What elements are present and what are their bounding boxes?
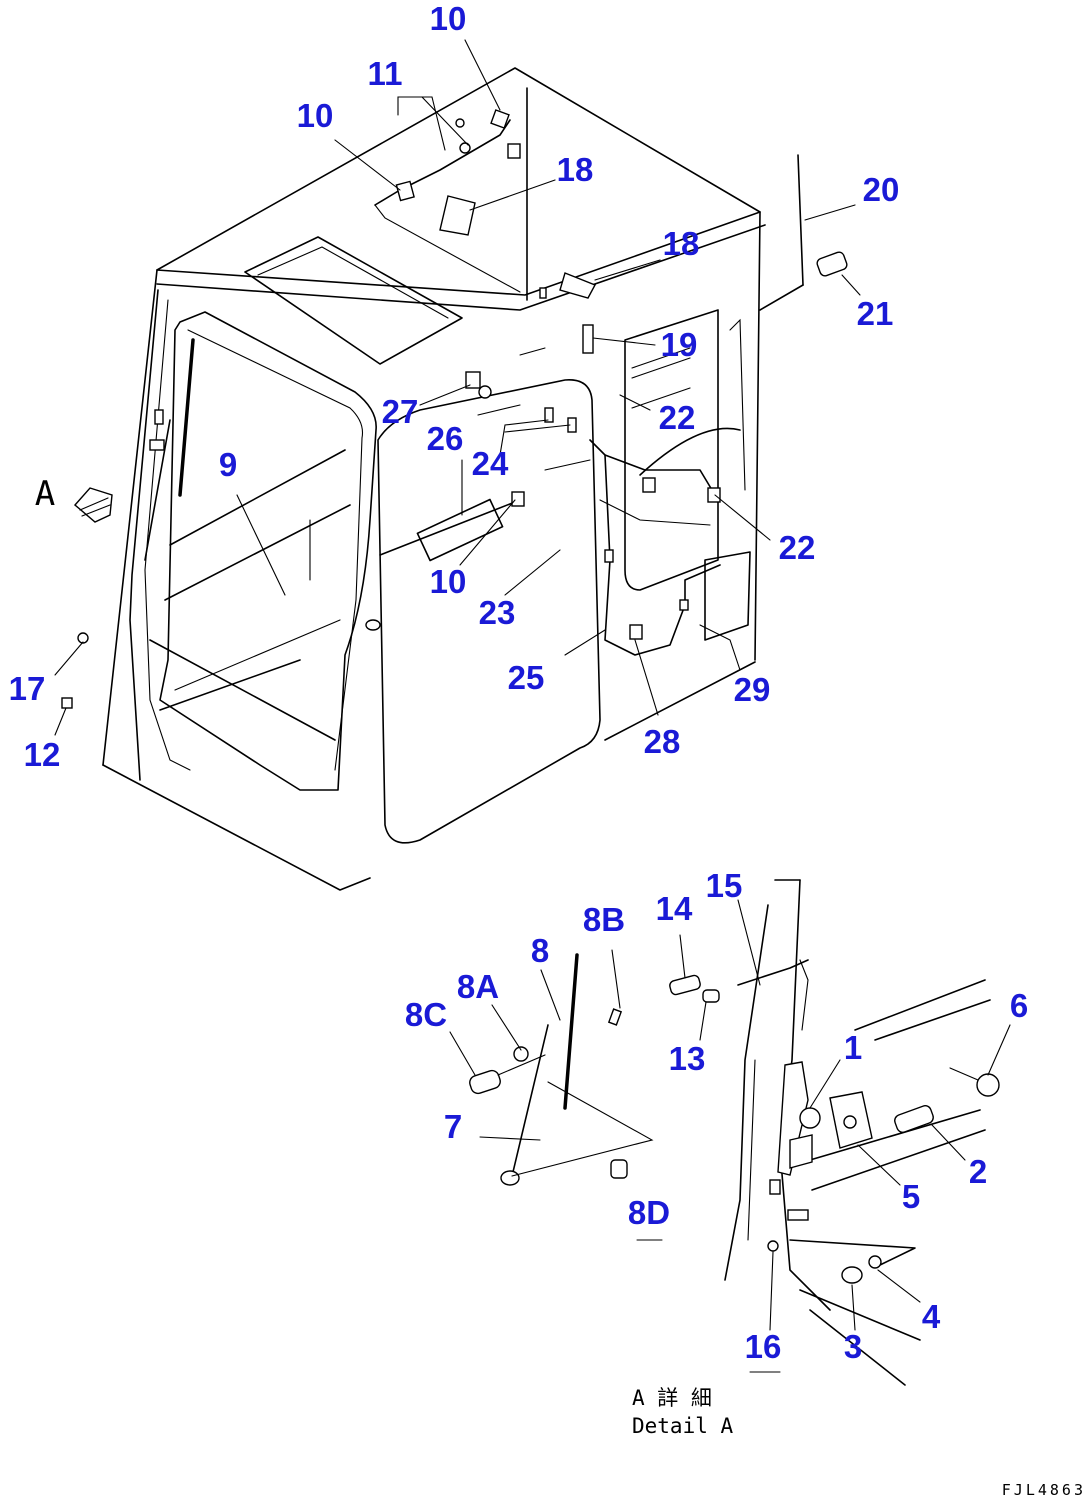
callout-label: 27 <box>382 393 419 430</box>
callout-label: 21 <box>857 295 894 332</box>
callout-label: 14 <box>656 890 693 927</box>
callout-label: 7 <box>444 1108 462 1145</box>
drawing-code: FJL4863 <box>1002 1481 1086 1499</box>
callout-label: 28 <box>644 723 681 760</box>
detail-a-drawing <box>469 879 1000 1386</box>
callout-label: 10 <box>430 0 467 37</box>
callout-label: 10 <box>297 97 334 134</box>
callout-label: 5 <box>902 1178 920 1215</box>
callout-label: 18 <box>663 225 700 262</box>
callout-label: 8B <box>583 901 625 938</box>
callout-label: 6 <box>1010 987 1028 1024</box>
callout-label: 9 <box>219 446 237 483</box>
callout-label: 8 <box>531 932 549 969</box>
leader-lines <box>54 39 1011 1331</box>
callout-label: 4 <box>922 1298 941 1335</box>
callout-label: 1 <box>844 1029 862 1066</box>
callout-label: 23 <box>479 594 516 631</box>
detail-caption-english: Detail A <box>632 1414 734 1438</box>
callout-label: 20 <box>863 171 900 208</box>
callout-label: 15 <box>706 867 743 904</box>
callout-labels: 10 11 10 18 20 18 21 19 27 22 26 24 9 22… <box>9 0 1029 1365</box>
callout-label: 29 <box>734 671 771 708</box>
callout-label: 10 <box>430 563 467 600</box>
callout-label: 19 <box>661 326 698 363</box>
callout-label: 25 <box>508 659 545 696</box>
detail-caption-japanese: A 詳 細 <box>632 1386 712 1410</box>
callout-label: 22 <box>659 399 696 436</box>
callout-label: 16 <box>745 1328 782 1365</box>
callout-label: 8A <box>457 968 499 1005</box>
view-marker-a: A <box>35 474 55 514</box>
callout-label: 22 <box>779 529 816 566</box>
callout-label: 8D <box>628 1194 670 1231</box>
callout-label: 18 <box>557 151 594 188</box>
callout-label: 13 <box>669 1040 706 1077</box>
callout-label: 8C <box>405 996 447 1033</box>
callout-label: 11 <box>368 55 403 92</box>
callout-label: 12 <box>24 736 61 773</box>
callout-label: 17 <box>9 670 46 707</box>
callout-label: 3 <box>844 1328 862 1365</box>
callout-label: 2 <box>969 1153 987 1190</box>
cab-body-drawing <box>61 67 848 891</box>
callout-label: 26 <box>427 420 464 457</box>
callout-label: 24 <box>472 445 509 482</box>
